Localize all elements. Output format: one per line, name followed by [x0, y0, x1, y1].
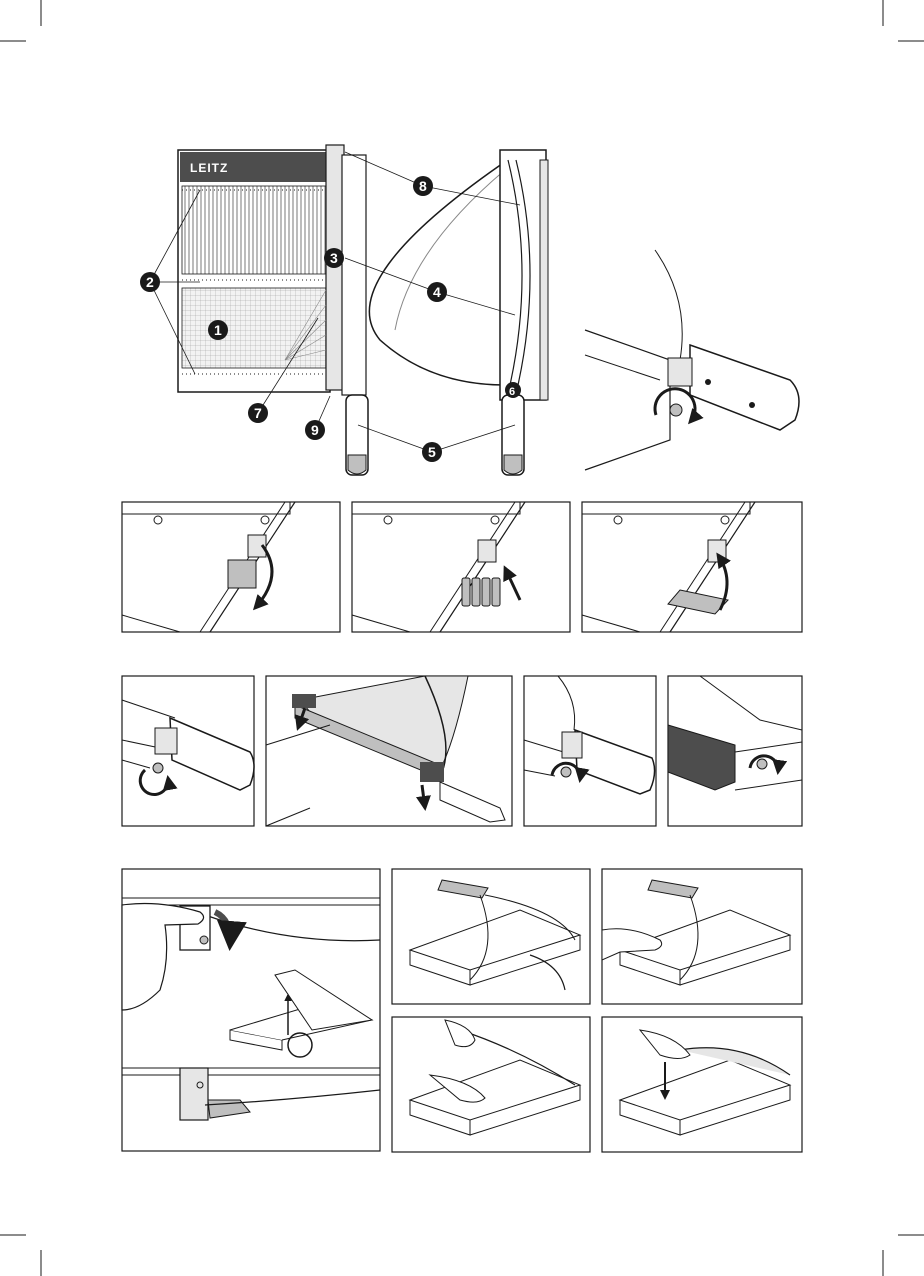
callout-5: 5	[422, 442, 442, 462]
front-view: LEITZ	[178, 145, 368, 475]
adjust-step-2	[266, 676, 512, 826]
callout-4: 4	[427, 282, 447, 302]
svg-text:8: 8	[419, 178, 427, 194]
pivot-detail	[585, 250, 799, 470]
callout-7: 7	[248, 403, 268, 423]
svg-text:5: 5	[428, 444, 436, 460]
usage-step-3	[392, 1017, 590, 1152]
svg-text:9: 9	[311, 422, 319, 438]
pivot-screw-icon	[670, 404, 682, 416]
adjust-step-1	[122, 676, 254, 826]
svg-text:4: 4	[433, 284, 441, 300]
callout-9: 9	[305, 420, 325, 440]
adjust-step-4	[668, 676, 802, 826]
svg-text:2: 2	[146, 274, 154, 290]
svg-text:7: 7	[254, 405, 262, 421]
vertical-scale	[182, 186, 326, 274]
svg-text:6: 6	[509, 386, 515, 398]
release-lock-panel	[122, 869, 380, 1151]
battery-step-2	[352, 502, 570, 632]
callout-3: 3	[324, 248, 344, 268]
usage-step-2	[602, 869, 802, 1004]
callout-6: 6	[505, 382, 521, 398]
usage-step-4	[602, 1017, 802, 1152]
battery-step-3	[582, 502, 802, 632]
adjust-step-3	[524, 676, 656, 826]
side-view	[369, 150, 548, 475]
callout-2: 2	[140, 272, 160, 292]
grid-area	[182, 288, 326, 368]
svg-text:1: 1	[214, 322, 222, 338]
battery-step-1	[122, 502, 340, 632]
callout-1: 1	[208, 320, 228, 340]
logo: LEITZ	[190, 161, 228, 175]
callout-8: 8	[413, 176, 433, 196]
svg-text:3: 3	[330, 250, 338, 266]
usage-step-1	[392, 869, 590, 1004]
